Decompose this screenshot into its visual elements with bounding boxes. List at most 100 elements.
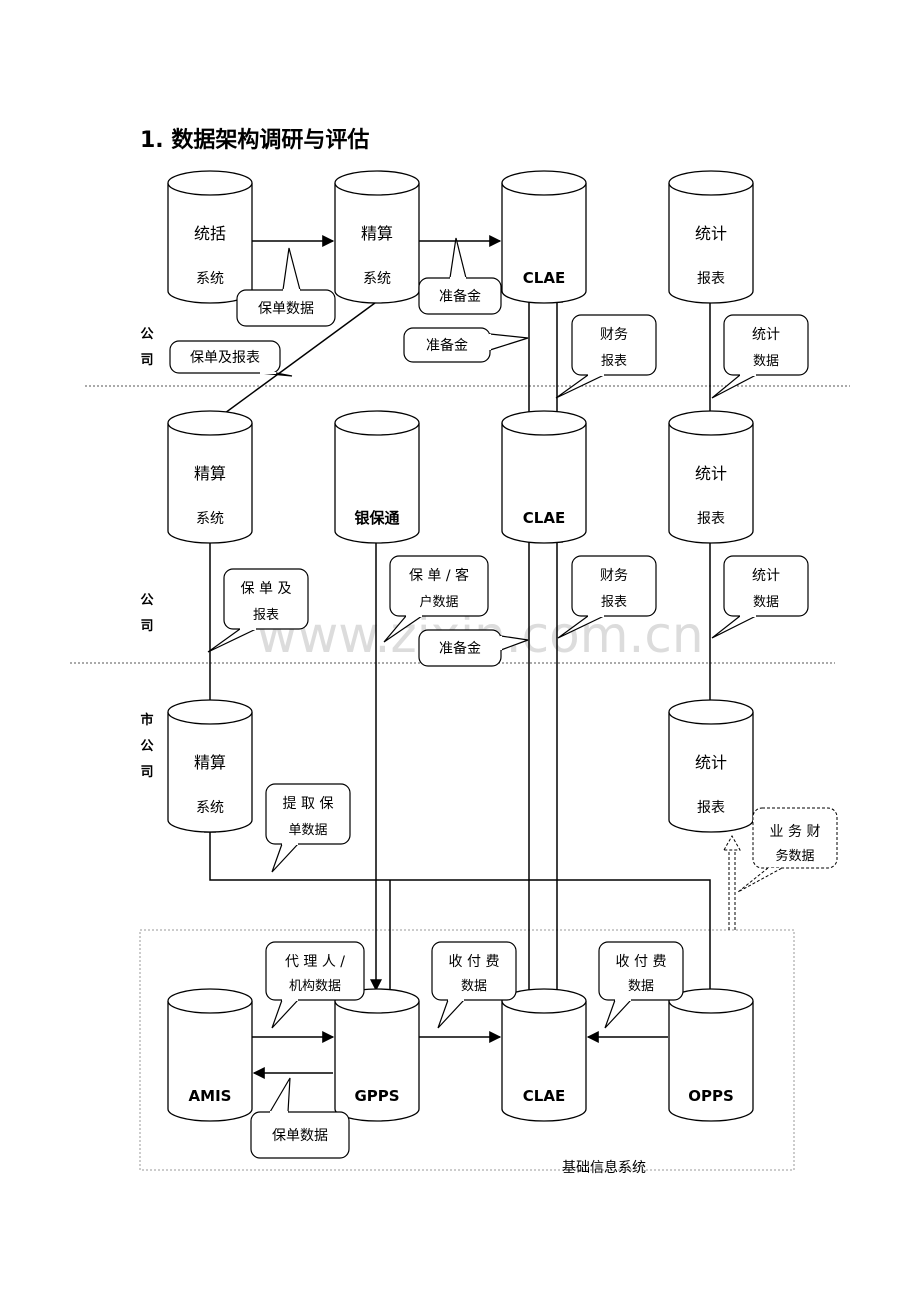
callout-box bbox=[571, 314, 657, 376]
callout-pointer bbox=[207, 628, 257, 653]
callout-text: 数据 bbox=[753, 354, 779, 369]
callout-box bbox=[723, 314, 809, 376]
callout-pointer bbox=[711, 374, 757, 399]
callout-text: 报表 bbox=[253, 608, 279, 623]
callout-pointer bbox=[282, 247, 301, 291]
callout-pointer bbox=[449, 237, 467, 279]
callout-pointer bbox=[737, 867, 783, 893]
callout-text: 保单及报表 bbox=[190, 350, 260, 366]
cylinder-sublabel: 报表 bbox=[697, 511, 725, 527]
callout-text: 务数据 bbox=[775, 848, 814, 864]
callout-pointer bbox=[271, 843, 299, 873]
cylinder-sublabel: CLAE bbox=[523, 1087, 565, 1105]
cylinder-top bbox=[668, 699, 754, 725]
callout-text: 代 理 人 / bbox=[285, 954, 345, 970]
svg-text:司: 司 bbox=[140, 619, 153, 634]
callout-box bbox=[265, 783, 351, 845]
cylinder-body bbox=[668, 423, 754, 544]
cylinder-sublabel: AMIS bbox=[189, 1087, 232, 1105]
callout-pointer bbox=[383, 615, 423, 643]
callout-base-agent-org: 代 理 人 /机构数据 bbox=[265, 941, 365, 1029]
callout-text: 财务 bbox=[600, 327, 628, 343]
page-title: 1. 数据架构调研与评估 bbox=[140, 128, 370, 153]
callout-hq-policy-report: 保单及报表 bbox=[169, 340, 293, 377]
callout-box bbox=[598, 941, 684, 1001]
callout-text: 报表 bbox=[601, 354, 627, 369]
cylinder-body bbox=[668, 712, 754, 833]
callout-text: 统计 bbox=[752, 568, 780, 584]
callout-box bbox=[571, 555, 657, 617]
cylinder-body bbox=[668, 183, 754, 304]
callout-prov-policy-report: 保 单 及报表 bbox=[207, 568, 309, 653]
callout-text: 数据 bbox=[461, 979, 487, 994]
connectors bbox=[204, 235, 716, 1079]
cylinder-top bbox=[334, 170, 420, 196]
callout-text: 统计 bbox=[752, 327, 780, 343]
svg-text:公: 公 bbox=[140, 593, 153, 608]
callout-box bbox=[265, 941, 365, 1001]
callout-text: 户数据 bbox=[419, 594, 458, 610]
cylinder-sublabel: 系统 bbox=[196, 511, 224, 527]
callout-text: 准备金 bbox=[439, 288, 481, 305]
cylinder-body bbox=[501, 423, 587, 544]
callout-text: 财务 bbox=[600, 568, 628, 584]
cylinder-label: 统计 bbox=[695, 464, 727, 483]
callout-prov-reserve: 准备金 bbox=[418, 629, 529, 667]
cylinder-sublabel: CLAE bbox=[523, 269, 565, 287]
cylinder-top bbox=[668, 170, 754, 196]
cylinder-sublabel: OPPS bbox=[688, 1087, 734, 1105]
callout-text: 保单数据 bbox=[258, 301, 314, 317]
cylinder-body bbox=[668, 1001, 754, 1122]
cylinder-label: 精算 bbox=[194, 464, 226, 483]
callout-pointer bbox=[269, 1077, 291, 1113]
svg-text:司: 司 bbox=[140, 353, 153, 368]
callout-city-extract-policy: 提 取 保单数据 bbox=[265, 783, 351, 873]
svg-text:公: 公 bbox=[140, 327, 153, 342]
callout-pointer bbox=[437, 999, 465, 1029]
cylinder-top bbox=[334, 410, 420, 436]
cylinder-body bbox=[501, 183, 587, 304]
cylinder-top bbox=[501, 410, 587, 436]
cylinder-prov-clae: CLAE bbox=[501, 410, 587, 544]
callout-hq-reserve-1: 准备金 bbox=[418, 237, 502, 315]
callout-box bbox=[250, 1111, 350, 1159]
cylinder-label: 统计 bbox=[695, 224, 727, 243]
cylinder-prov-yinbaotong: 银保通 bbox=[334, 410, 420, 544]
cylinder-top bbox=[501, 170, 587, 196]
callout-pointer bbox=[500, 635, 529, 651]
cylinder-sublabel: 系统 bbox=[363, 271, 391, 287]
arrow-opps-to-city-jingsuan bbox=[204, 820, 711, 1001]
callout-box bbox=[169, 340, 281, 374]
level-label-city: 市 公 司 bbox=[140, 712, 153, 780]
callout-box bbox=[223, 568, 309, 630]
callout-pointer bbox=[711, 615, 757, 639]
dashed-arrow-biz-finance bbox=[723, 834, 741, 930]
callout-text: 收 付 费 bbox=[616, 954, 667, 970]
cylinder-top bbox=[501, 988, 587, 1014]
cylinder-top bbox=[167, 988, 253, 1014]
cylinder-body bbox=[167, 423, 253, 544]
svg-text:市: 市 bbox=[140, 712, 153, 728]
cylinder-label: 精算 bbox=[194, 753, 226, 772]
base-group-label: 基础信息系统 bbox=[562, 1159, 646, 1176]
callout-pointer bbox=[604, 999, 632, 1029]
level-label-hq: 公 司 bbox=[140, 327, 153, 368]
cylinder-label: 统括 bbox=[194, 224, 226, 243]
cylinder-sublabel: 系统 bbox=[196, 271, 224, 287]
cylinder-label: 统计 bbox=[695, 753, 727, 772]
cylinder-hq-clae: CLAE bbox=[501, 170, 587, 304]
cylinder-body bbox=[334, 423, 420, 544]
